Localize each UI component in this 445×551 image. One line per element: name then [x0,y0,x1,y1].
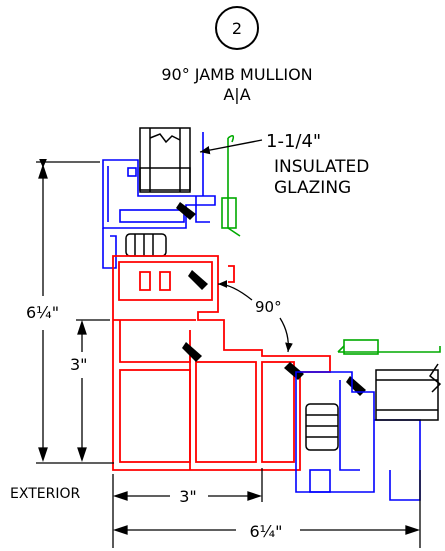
angle-callout-label: 90° [255,298,282,316]
detail-number-circle [215,6,259,50]
partial-height-label: 3" [70,355,88,374]
lower-insulated-glazing [375,363,442,421]
angle-leader-lower [279,317,293,353]
partial-height-dimension [76,319,110,463]
glazing-callout: 1-1/4" INSULATED GLAZING [199,131,369,198]
upper-glazing-frame [102,132,216,269]
glazing-callout-line2: INSULATED [274,157,369,177]
lower-black-gasket [182,342,366,396]
mullion-extrusion [112,255,331,471]
overall-width-label: 6¼" [249,522,282,541]
upper-insulated-glazing [139,127,191,193]
detail-number: 2 [232,19,242,38]
lower-glazing-frame [295,371,421,501]
lower-green-gasket [337,339,441,355]
partial-width-label: 3" [179,487,197,506]
overall-height-dimension [36,158,114,464]
overall-width-dimension [112,470,421,548]
exterior-label: EXTERIOR [10,486,80,502]
section-reference: A|A [223,85,250,104]
upper-green-gasket [221,134,241,237]
glazing-callout-line3: GLAZING [274,178,351,198]
overall-height-label: 6¼" [26,303,59,322]
angle-leader-upper [217,280,253,301]
partial-width-dimension [112,468,263,548]
angle-callout: 90° [217,280,293,353]
detail-header: 2 90° JAMB MULLION A|A [161,6,313,104]
lower-setting-block [305,403,339,451]
detail-title: 90° JAMB MULLION [161,65,312,84]
upper-setting-block [125,233,167,257]
glazing-leader [199,139,263,155]
glazing-callout-line1: 1-1/4" [266,131,321,152]
upper-black-gasket [176,202,208,290]
